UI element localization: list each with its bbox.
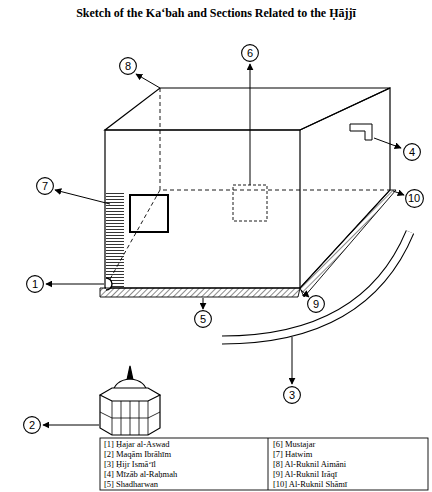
table-cell: [4] Mīzāb al-Raḥmah	[104, 469, 177, 479]
callout-circle: 7	[36, 177, 54, 195]
table-cell: [8] Al-Ruknil Aimāni	[273, 459, 346, 469]
callout-circle: 1	[26, 275, 44, 293]
callout-circle: 3	[283, 386, 301, 404]
callout-circle: 2	[23, 416, 41, 434]
leader-line	[43, 64, 404, 425]
callout-circle: 4	[403, 143, 421, 161]
callout-number: 4	[403, 143, 421, 158]
mizab-spout	[350, 124, 372, 140]
door	[130, 195, 168, 232]
kaabah-top	[105, 88, 390, 130]
callout-number: 10	[405, 189, 424, 205]
callout-ring	[37, 178, 54, 195]
mustajar-area	[233, 185, 267, 221]
callout-circle: 10	[405, 189, 424, 208]
table-cell: [1] Ḥajar al-Aswad	[104, 439, 170, 449]
callout-ring	[24, 417, 41, 434]
callout-number: 8	[119, 57, 137, 72]
callout-number: 1	[26, 275, 44, 290]
callout-number: 7	[36, 177, 54, 192]
callout-ring	[404, 144, 421, 161]
callout-ring	[195, 311, 212, 328]
table-cell: [3] Ḥijr Ismā‘īl	[104, 459, 156, 469]
maqam-cage	[100, 366, 160, 435]
hatwim-hatch	[106, 192, 124, 287]
callout-ring	[284, 387, 301, 404]
callout-number: 6	[241, 44, 259, 59]
callout-number: 9	[307, 295, 325, 310]
callout-ring	[308, 296, 325, 313]
table-cell: [6] Mustajar	[273, 439, 315, 449]
callout-ring	[27, 276, 44, 293]
hijr-wall	[222, 232, 410, 340]
callout-ring	[120, 58, 137, 75]
callout-ring	[242, 45, 259, 62]
table-rule	[268, 438, 269, 490]
hijr-wall	[222, 232, 410, 340]
diagram-title: Sketch of the Ka‘bah and Sections Relate…	[0, 6, 432, 21]
callout-circle: 9	[307, 295, 325, 313]
table-cell: [9] Al-Ruknil Irāqī	[273, 469, 337, 479]
shadharwan-band	[100, 288, 300, 297]
table-cell: [7] Hatwim	[273, 449, 312, 459]
hidden-edge	[105, 88, 390, 288]
callout-number: 2	[23, 416, 41, 431]
table-cell: [10] Al-Ruknil Shāmī	[273, 479, 347, 489]
callout-number: 5	[194, 310, 212, 325]
kaabah-front	[105, 130, 300, 288]
callout-circle: 5	[194, 310, 212, 328]
table-cell: [2] Maqām Ibrāhīm	[104, 449, 171, 459]
callout-circle: 6	[241, 44, 259, 62]
table-cell: [5] Shadharwan	[104, 479, 158, 489]
callout-circle: 8	[119, 57, 137, 75]
legend-table	[100, 438, 428, 490]
kaabah-side	[300, 88, 390, 288]
callout-ring	[405, 189, 423, 207]
callout-number: 3	[283, 386, 301, 401]
